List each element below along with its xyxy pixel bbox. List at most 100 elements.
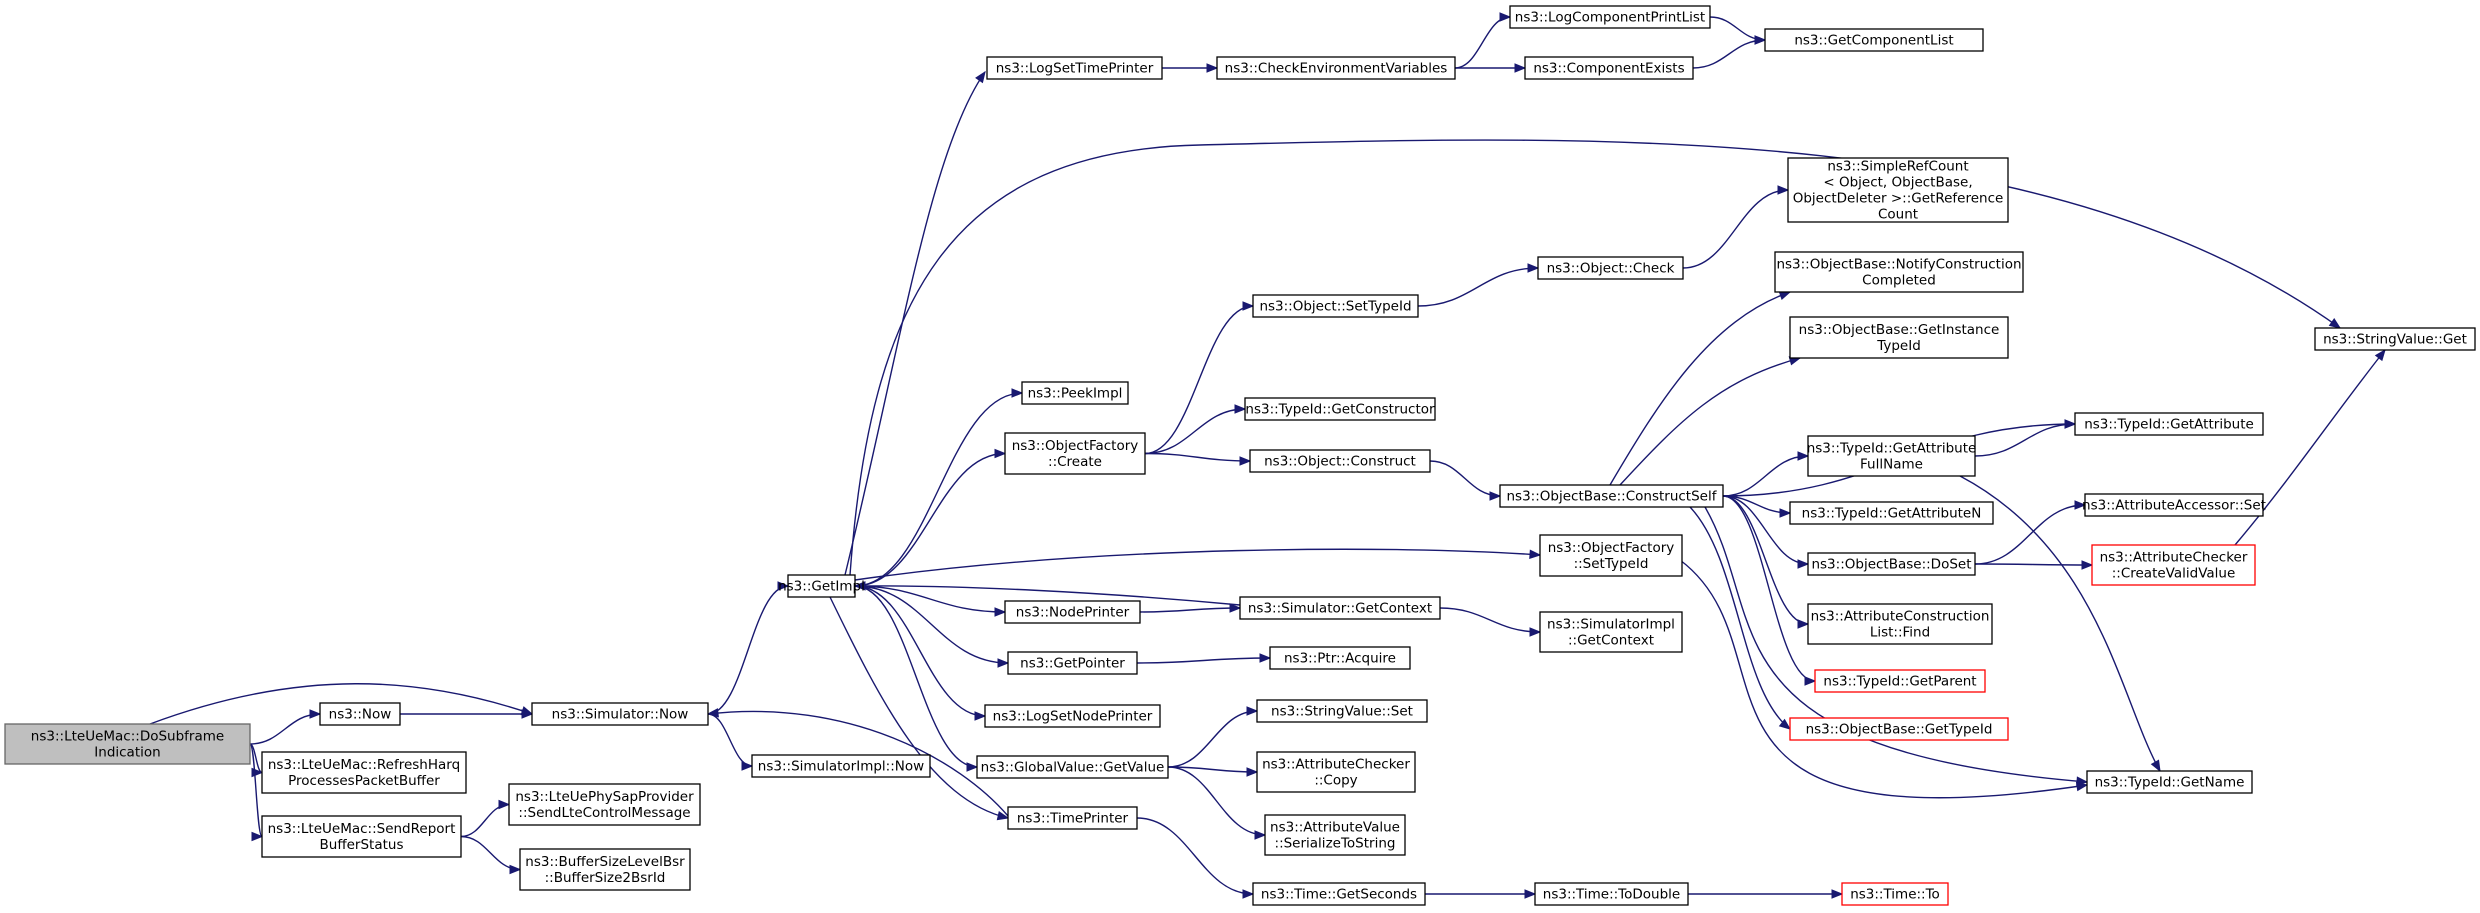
node-stringvalget[interactable]: ns3::StringValue::Get [2314,327,2476,351]
node-simimplnow[interactable]: ns3::SimulatorImpl::Now [751,754,931,778]
node-serialize[interactable]: ns3::AttributeValue::SerializeToString [1264,814,1406,856]
edge-line [1136,817,1254,895]
node-nodeprinter[interactable]: ns3::NodePrinter [1004,600,1141,624]
node-simgetcontext[interactable]: ns3::Simulator::GetContext [1239,596,1441,620]
node-peekimpl[interactable]: ns3::PeekImpl [1021,381,1129,405]
edge-line [460,835,521,871]
edge-line [1682,189,1789,269]
arrowhead [1011,388,1024,398]
node-getattribute[interactable]: ns3::TypeId::GetAttribute [2074,412,2264,436]
arrowhead [741,761,754,771]
node-globalgetvalue[interactable]: ns3::GlobalValue::GetValue [976,755,1169,779]
node-timeprinter[interactable]: ns3::TimePrinter [1007,806,1138,830]
edge-nodeprinter-to-simgetcontext [1139,603,1242,613]
node-label-line: ns3::ObjectBase::ConstructSelf [1507,489,1718,505]
node-box [1021,381,1129,405]
node-label-line: TypeId [1876,338,1921,354]
node-label-line: ns3::Simulator::GetContext [1248,601,1432,617]
node-label-line: ns3::AttributeConstruction [1811,609,1990,625]
node-timeto[interactable]: ns3::Time::To [1841,882,1949,906]
node-now[interactable]: ns3::Now [319,702,401,726]
node-label-line: BufferStatus [320,837,404,853]
edge-line [1704,506,2088,783]
node-checkercopy[interactable]: ns3::AttributeChecker::Copy [1256,751,1416,793]
node-label-line: ns3::TypeId::GetAttributeN [1802,506,1982,522]
node-box [1007,651,1138,675]
node-sendlte[interactable]: ns3::LteUePhySapProvider::SendLteControl… [508,783,701,826]
edge-line [1144,408,1246,455]
arrowhead [1246,767,1259,777]
node-box [2084,493,2264,517]
node-objsettypeid[interactable]: ns3::Object::SetTypeId [1252,294,1419,318]
node-doset[interactable]: ns3::ObjectBase::DoSet [1807,552,1976,576]
edge-checkenv-to-compexists [1455,63,1527,73]
node-box [319,702,401,726]
node-compexists[interactable]: ns3::ComponentExists [1524,56,1694,80]
node-getparent[interactable]: ns3::TypeId::GetParent [1814,669,1986,693]
node-refcount[interactable]: ns3::SimpleRefCount< Object, ObjectBase,… [1787,157,2009,223]
node-box [508,783,701,826]
edge-constructself-to-notifyconstr [1609,290,1792,486]
node-accessorset[interactable]: ns3::AttributeAccessor::Set [2082,493,2266,517]
node-box [2091,544,2256,586]
node-createvalid[interactable]: ns3::AttributeChecker::CreateValidValue [2091,544,2256,586]
arrowhead [1234,404,1247,414]
node-simimplgetctx[interactable]: ns3::SimulatorImpl::GetContext [1539,611,1683,653]
node-box [1249,449,1431,473]
nodes-layer: ns3::LteUeMac::DoSubframeIndicationns3::… [4,5,2476,906]
node-checkenv[interactable]: ns3::CheckEnvironmentVariables [1216,56,1456,80]
node-label-line: ns3::GetPointer [1020,656,1125,672]
node-objcheck[interactable]: ns3::Object::Check [1537,256,1684,280]
node-stringvalset[interactable]: ns3::StringValue::Set [1256,699,1428,723]
edge-getattrfull-to-getname [1959,475,2161,773]
edge-line [854,452,1006,587]
node-getattributen[interactable]: ns3::TypeId::GetAttributeN [1789,501,1994,525]
node-notifyconstr[interactable]: ns3::ObjectBase::NotifyConstructionCompl… [1774,251,2024,293]
edge-simnow-to-getimpl [707,581,790,715]
arrowhead [1778,718,1792,730]
node-simnow[interactable]: ns3::Simulator::Now [531,702,709,726]
node-objfactcreate[interactable]: ns3::ObjectFactory::Create [1004,432,1146,475]
node-getcomplist[interactable]: ns3::GetComponentList [1764,28,1984,52]
node-todouble[interactable]: ns3::Time::ToDouble [1534,882,1689,906]
arrowhead [1489,491,1502,501]
node-box [976,755,1169,779]
node-box [1789,717,2009,741]
node-logsettime[interactable]: ns3::LogSetTimePrinter [986,56,1163,80]
node-logsetnode[interactable]: ns3::LogSetNodePrinter [984,704,1161,728]
node-constructself[interactable]: ns3::ObjectBase::ConstructSelf [1499,484,1724,508]
node-box [787,574,856,598]
node-label-line: ns3::StringValue::Set [1271,704,1413,720]
node-bsr[interactable]: ns3::BufferSizeLevelBsr::BufferSize2BsrI… [519,848,691,891]
edge-line [1974,504,2086,565]
arrowhead [509,864,522,875]
node-box [531,702,709,726]
node-label-line: ns3::LteUeMac::DoSubframe [31,729,224,745]
node-logcomplist[interactable]: ns3::LogComponentPrintList [1509,5,1711,29]
node-getpointer[interactable]: ns3::GetPointer [1007,651,1138,675]
node-ptracquire[interactable]: ns3::Ptr::Acquire [1269,646,1411,670]
edge-getseconds-to-todouble [1425,889,1537,899]
node-label-line: ns3::Time::GetSeconds [1261,887,1417,903]
edge-globalgetvalue-to-stringvalset [1167,706,1259,768]
node-getimpl[interactable]: ns3::GetImpl [778,574,865,598]
node-getseconds[interactable]: ns3::Time::GetSeconds [1252,882,1426,906]
node-objfactsettypeid[interactable]: ns3::ObjectFactory::SetTypeId [1539,534,1683,577]
node-refresh[interactable]: ns3::LteUeMac::RefreshHarqProcessesPacke… [261,751,467,794]
node-label-line: ns3::AttributeChecker [2100,550,2248,566]
node-label-line: ns3::NodePrinter [1016,605,1130,621]
node-getname[interactable]: ns3::TypeId::GetName [2086,770,2253,794]
node-box [2086,770,2253,794]
arrowhead [1206,63,1219,73]
node-objconstruct[interactable]: ns3::Object::Construct [1249,449,1431,473]
node-objgettypeid[interactable]: ns3::ObjectBase::GetTypeId [1789,717,2009,741]
arrowhead [2074,500,2087,510]
node-typeidgetctor[interactable]: ns3::TypeId::GetConstructor [1244,397,1436,421]
edge-constructself-to-objgettypeid [1689,506,1792,730]
arrowhead [853,581,866,591]
